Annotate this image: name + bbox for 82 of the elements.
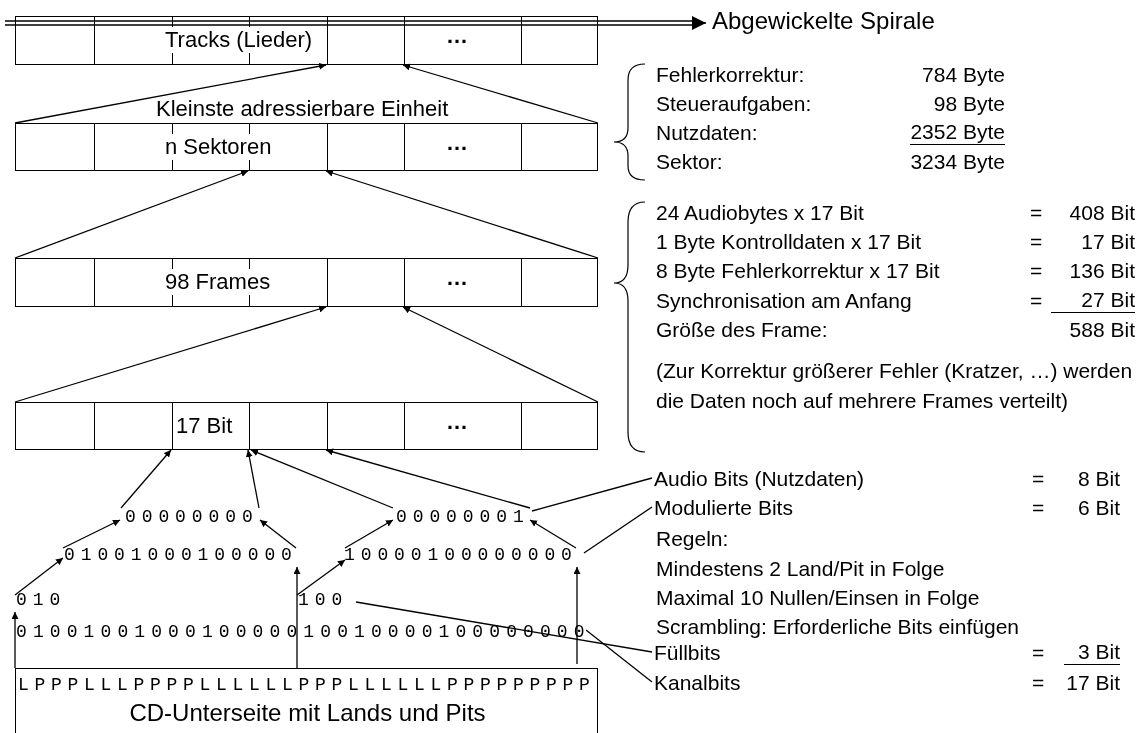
leader-line [583, 506, 653, 554]
callout-text: Modulierte Bits [654, 495, 793, 521]
segmented-strip [15, 258, 598, 307]
rule-text: Scrambling: Erforderliche Bits einfügen [656, 614, 1019, 640]
callout-text: Füllbits [654, 640, 721, 666]
arrow [11, 611, 19, 669]
table-text: Synchronisation am Anfang [656, 288, 912, 314]
strip-label: n Sektoren [163, 134, 274, 160]
equals-sign: = [1030, 200, 1043, 226]
table-text: Sektor: [656, 149, 723, 175]
leader-line [585, 629, 653, 683]
ellipsis: … [446, 130, 468, 156]
equals-sign: = [1030, 229, 1043, 255]
table-text: 8 Byte Fehlerkorrektur x 17 Bit [656, 258, 940, 284]
equals-sign: = [1032, 670, 1045, 696]
arrow [14, 305, 327, 403]
callout-text: Kanalbits [654, 670, 741, 696]
value-text: 588 Bit [1069, 317, 1135, 343]
value-text: 27 Bit [1051, 288, 1135, 313]
value-text: 8 Bit [1077, 466, 1120, 492]
value-text: 3234 Byte [910, 149, 1005, 175]
disc-surface-box [15, 668, 598, 733]
table-text: Fehlerkorrektur: [656, 62, 805, 88]
value-text: 408 Bit [1069, 200, 1135, 226]
note-text: (Zur Korrektur größerer Fehler (Kratzer, …) werden die Daten noch auf mehrere Frames verteilt) [656, 358, 1134, 414]
arrow [62, 519, 121, 549]
equals-sign: = [1030, 258, 1043, 284]
value-text: 17 Bit [1081, 229, 1135, 255]
value-text: 136 Bit [1069, 258, 1135, 284]
arrow [325, 448, 531, 509]
table-text: Nutzdaten: [656, 120, 758, 146]
rule-text: Maximal 10 Nullen/Einsen in Folge [656, 585, 980, 611]
arrow [245, 449, 260, 509]
arrow [402, 63, 599, 124]
arrow [250, 449, 394, 509]
double-arrow [4, 16, 707, 30]
equals-sign: = [1030, 288, 1043, 314]
table-text: 24 Audiobytes x 17 Bit [656, 200, 864, 226]
value-text: 3 Bit [1064, 640, 1120, 665]
bit-sequence: 00000001 [396, 505, 530, 529]
ellipsis: … [446, 409, 468, 435]
bit-sequence: 100 [298, 588, 349, 612]
land-pit-sequence: LPPPLLLPPPPLLLLLLPPPLLLLLLPPPPPPPPP [18, 674, 596, 697]
arrow [402, 306, 599, 403]
rule-heading: Regeln: [656, 526, 729, 552]
heading-label: Abgewickelte Spirale [706, 6, 935, 36]
bit-sequence: 00000000 [125, 505, 259, 529]
leader-line [531, 477, 653, 512]
value-text: 98 Byte [933, 91, 1005, 117]
rule-text: Mindestens 2 Land/Pit in Folge [656, 556, 945, 582]
value-text: 17 Bit [1066, 670, 1120, 696]
arrow [529, 519, 577, 549]
value-text: 784 Byte [922, 62, 1005, 88]
arrow [325, 169, 599, 259]
equals-sign: = [1032, 466, 1045, 492]
arrow [573, 566, 581, 665]
ellipsis: … [446, 265, 468, 291]
arrow [14, 62, 327, 124]
strip-label: 98 Frames [163, 269, 273, 295]
arrow [344, 519, 394, 549]
ellipsis: … [446, 23, 468, 49]
bit-sequence: 01001000100000 [64, 543, 298, 567]
arrow [293, 566, 301, 669]
value-text: 6 Bit [1077, 495, 1120, 521]
value-text: 2352 Byte [910, 120, 1005, 145]
equals-sign: = [1032, 495, 1045, 521]
segmented-strip [15, 16, 598, 65]
arrow [296, 559, 346, 596]
table-text: Größe des Frame: [656, 317, 828, 343]
table-text: 1 Byte Kontrolldaten x 17 Bit [656, 229, 921, 255]
arrow [14, 170, 249, 259]
caption-text: Kleinste adressierbare Einheit [156, 96, 449, 122]
equals-sign: = [1032, 640, 1045, 666]
bit-sequence: 10000100000000 [344, 543, 578, 567]
arrow [259, 519, 297, 549]
arrow [14, 557, 64, 596]
arrow [120, 449, 172, 509]
box-caption: CD-Unterseite mit Lands und Pits [128, 699, 487, 727]
bit-sequence: 010 [16, 588, 67, 612]
table-text: Steueraufgaben: [656, 91, 812, 117]
segmented-strip [15, 402, 598, 450]
callout-text: Audio Bits (Nutzdaten) [654, 466, 865, 492]
